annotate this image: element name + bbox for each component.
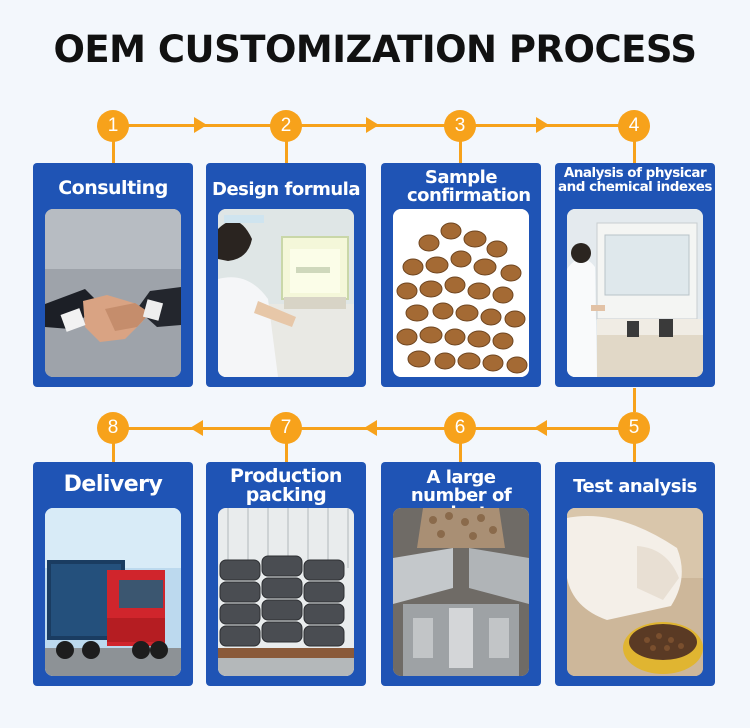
step-card-large-production: A large number of producton — [381, 462, 541, 686]
step-number-8: 8 — [97, 412, 129, 444]
connector — [112, 443, 115, 463]
step-title: Delivery — [63, 472, 163, 497]
production-machine-photo — [393, 508, 529, 676]
step-card-consulting: Consulting — [33, 163, 193, 387]
connector — [633, 443, 636, 463]
arrow-right-icon — [194, 117, 207, 133]
step-card-design-formula: Design formula — [206, 163, 366, 387]
step-number-7: 7 — [270, 412, 302, 444]
step-number-1: 1 — [97, 110, 129, 142]
step-title: Analysis of physicar and chemical indexe… — [558, 165, 712, 196]
step-number-5: 5 — [618, 412, 650, 444]
arrow-left-icon — [190, 420, 203, 436]
step-number-3: 3 — [444, 110, 476, 142]
step-title: Sample confirmation — [407, 167, 531, 206]
laboratory-photo — [567, 209, 703, 377]
lab-balance-photo — [218, 209, 354, 377]
connector — [285, 140, 288, 165]
step-title: Consulting — [58, 177, 168, 199]
connector — [112, 140, 115, 165]
connector — [633, 388, 636, 412]
kibble-photo — [393, 209, 529, 377]
step-card-test-analysis: Test analysis — [555, 462, 715, 686]
truck-photo — [45, 508, 181, 676]
step-number-4: 4 — [618, 110, 650, 142]
step-card-delivery: Delivery — [33, 462, 193, 686]
handshake-photo — [45, 209, 181, 377]
step-title: Test analysis — [573, 476, 697, 497]
arrow-left-icon — [364, 420, 377, 436]
step-title: Production packing — [230, 465, 342, 506]
connector — [459, 443, 462, 463]
connector — [633, 140, 636, 165]
arrow-right-icon — [366, 117, 379, 133]
warehouse-bags-photo — [218, 508, 354, 676]
connector — [459, 140, 462, 165]
connector — [285, 443, 288, 463]
step-card-sample-confirmation: Sample confirmation — [381, 163, 541, 387]
step-title: Design formula — [212, 179, 360, 200]
page-title: OEM CUSTOMIZATION PROCESS — [53, 28, 697, 71]
step-card-production-packing: Production packing — [206, 462, 366, 686]
step-number-6: 6 — [444, 412, 476, 444]
cat-eating-photo — [567, 508, 703, 676]
step-number-2: 2 — [270, 110, 302, 142]
arrow-right-icon — [536, 117, 549, 133]
arrow-left-icon — [534, 420, 547, 436]
step-card-analysis: Analysis of physicar and chemical indexe… — [555, 163, 715, 387]
